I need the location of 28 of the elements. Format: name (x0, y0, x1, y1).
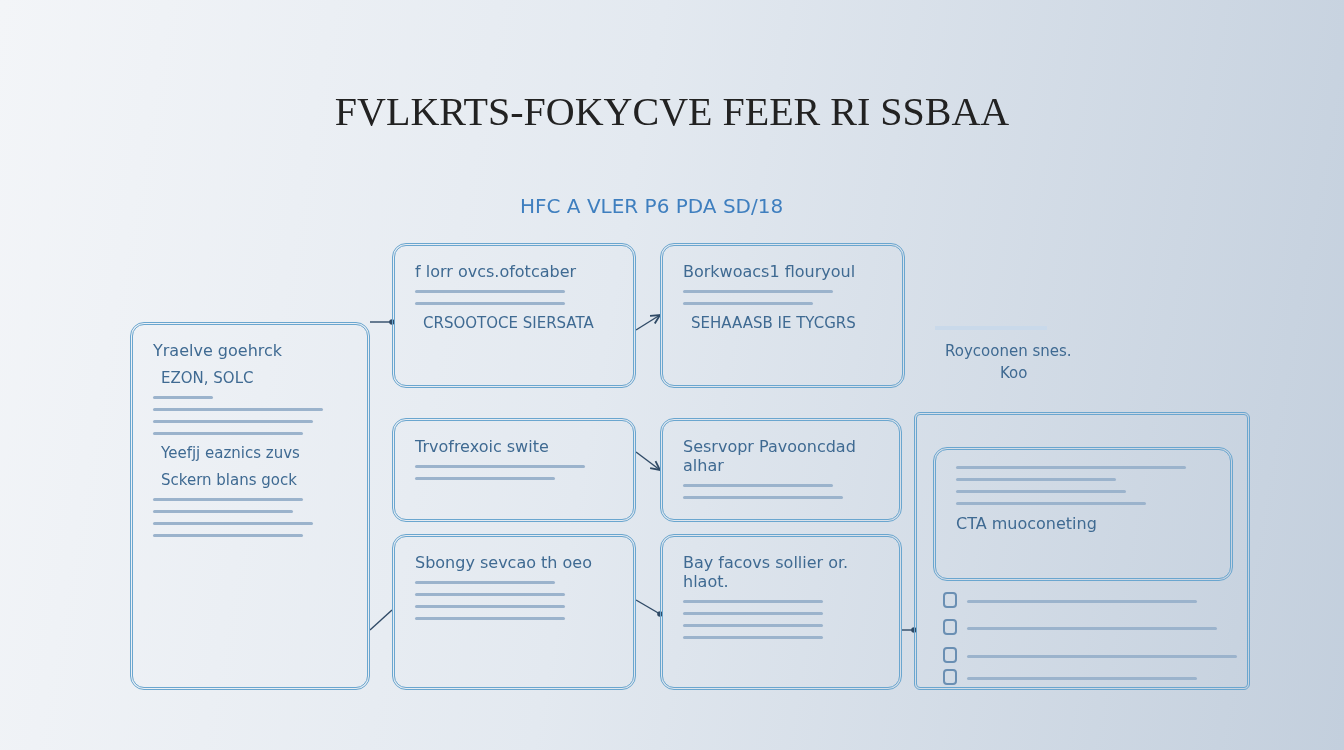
panel-text: SEHAAASB IE TYCGRS (691, 314, 857, 333)
panel-heading: f lorr ovcs.ofotcaber (415, 262, 578, 282)
content-panel (660, 534, 902, 690)
panel-heading: Yraelve goehrck (153, 341, 284, 361)
content-panel (392, 243, 636, 388)
subtitle: HFC A VLER P6 PDA SD/18 (520, 194, 784, 218)
note-text: Roycoonen snes. (945, 342, 1072, 360)
content-panel (660, 418, 902, 522)
title: FVLKRTS-FOKYCVE FEER RI SSBAA (333, 88, 1011, 135)
panel-heading: CTA muoconeting (956, 514, 1098, 534)
note-text: Koo (1000, 364, 1028, 382)
panel-heading: Trvofrexoic swite (415, 437, 550, 457)
connector-arrow (635, 451, 661, 471)
empty-panel (914, 412, 1250, 690)
panel-text: EZON, SOLC (161, 369, 255, 388)
panel-heading: Borkwoacs1 flouryoul (683, 262, 857, 282)
content-panel (392, 418, 636, 522)
panel-heading: Bay facovs sollier or. hlaot. (683, 553, 850, 592)
content-panel (660, 243, 905, 388)
panel-heading: Sbongy sevcao th oeo (415, 553, 593, 573)
panel-heading: Sesrvopr Pavooncdad alhar (683, 437, 857, 476)
panel-text: Yeefjj eaznics zuvs (161, 444, 301, 463)
content-panel (933, 447, 1233, 581)
content-panel (392, 534, 636, 690)
content-panel (130, 322, 370, 690)
panel-text: Sckern blans gock (161, 471, 298, 490)
connector-arrow (635, 314, 661, 331)
panel-text: CRSOOTOCE SIERSATA (423, 314, 595, 333)
